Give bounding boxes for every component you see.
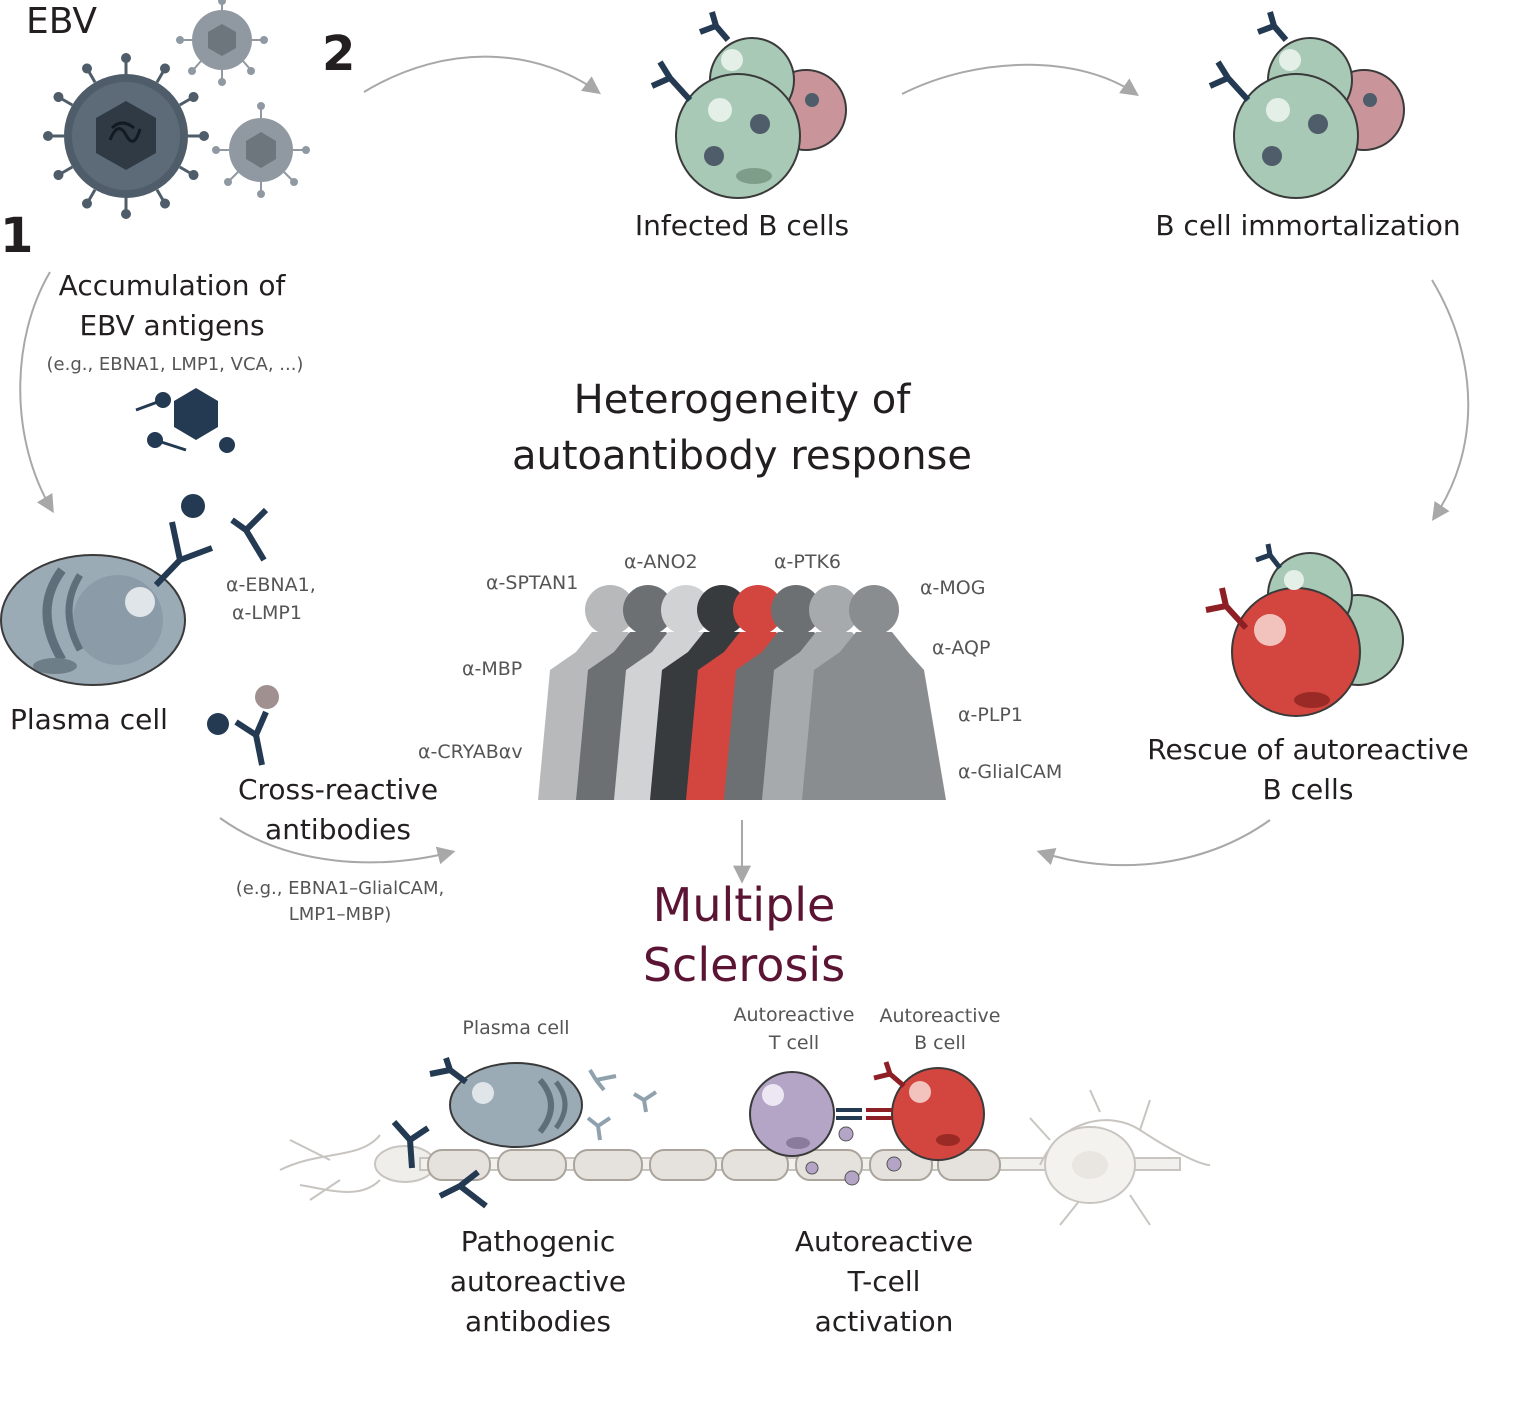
autoantibody-mog: α-MOG [920, 577, 986, 599]
heterogeneity-title-line1: Heterogeneity of [573, 377, 911, 423]
rescue-label-line2: B cells [1262, 773, 1354, 806]
pathogenic-label-line2: autoreactive [449, 1265, 627, 1298]
accumulation-examples: (e.g., EBNA1, LMP1, VCA, ...) [46, 354, 304, 375]
tcell-activation-label-line2: T-cell [847, 1265, 921, 1298]
cross-reactive-examples-line1: (e.g., EBNA1–GlialCAM, [235, 878, 445, 899]
step-1-number: 1 [0, 208, 34, 264]
arrow-accumulation-to-plasma [19, 271, 54, 514]
arrow-infected-to-immortalization [901, 63, 1139, 97]
accumulation-label-line1: Accumulation of [58, 269, 286, 302]
autoantibody-plp1: α-PLP1 [958, 704, 1023, 726]
autoreactive-b-cell-icon [866, 1061, 985, 1161]
autoantibody-cryab: α-CRYABαv [418, 741, 523, 763]
autoantibody-sptan1: α-SPTAN1 [486, 572, 579, 594]
b-cell-immortalization-label: B cell immortalization [1155, 209, 1461, 242]
rescue-b-cells-icon [1205, 543, 1404, 717]
autoantibody-ano2: α-ANO2 [624, 551, 698, 573]
arrow-cross-reactive-to-heterogeneity [219, 817, 456, 865]
cross-reactive-examples-line2: LMP1–MBP) [288, 904, 392, 925]
autoantibody-aqp: α-AQP [932, 637, 991, 659]
autoreactive-b-cell-label-line2: B cell [914, 1032, 966, 1054]
arrow-rescue-to-heterogeneity [1036, 819, 1271, 867]
plasma-antibodies-line2: α-LMP1 [232, 602, 302, 624]
bottom-plasma-cell-label: Plasma cell [462, 1017, 570, 1039]
tcell-activation-label-line1: Autoreactive [794, 1225, 974, 1258]
autoantibody-mbp: α-MBP [462, 658, 523, 680]
step-2-number: 2 [322, 26, 356, 82]
autoreactive-t-cell-label-line2: T cell [768, 1032, 820, 1054]
plasma-cell-icon [0, 494, 269, 686]
pathogenic-label-line3: antibodies [465, 1305, 611, 1338]
neuron-axon-icon [279, 1089, 1211, 1226]
autoantibody-glialcam: α-GlialCAM [958, 761, 1063, 783]
arrow-immortalization-to-rescue [1431, 279, 1470, 521]
ebv-title: EBV [26, 1, 97, 42]
plasma-antibodies-line1: α-EBNA1, [226, 574, 316, 596]
autoreactive-t-cell-label-line1: Autoreactive [733, 1004, 855, 1026]
autoreactive-b-cell-label-line1: Autoreactive [879, 1005, 1001, 1027]
tcell-activation-label-line3: activation [814, 1305, 954, 1338]
heterogeneity-title-line2: autoantibody response [512, 433, 972, 479]
autoreactive-t-cell-icon [749, 1071, 902, 1186]
ms-title-line1: Multiple [652, 878, 836, 932]
infected-b-cells-label: Infected B cells [634, 209, 850, 242]
plasma-cell-label: Plasma cell [10, 703, 168, 736]
cross-reactive-antibody-icon [207, 685, 279, 766]
accumulation-label-line2: EBV antigens [79, 309, 265, 342]
ms-title-line2: Sclerosis [642, 938, 846, 992]
immortalized-b-cells-icon [1208, 11, 1405, 199]
bottom-plasma-cell-icon [391, 1057, 658, 1209]
cross-reactive-label-line2: antibodies [265, 813, 411, 846]
ebv-antigens-icon [135, 388, 235, 453]
people-silhouettes-group [538, 585, 946, 800]
pathogenic-label-line1: Pathogenic [460, 1225, 616, 1258]
person-8-silhouette [802, 585, 946, 800]
ebv-virus-small-top-icon [176, 0, 268, 86]
cross-reactive-label-line1: Cross-reactive [237, 773, 439, 806]
rescue-label-line1: Rescue of autoreactive [1147, 733, 1469, 766]
arrow-step2-to-infected [363, 55, 601, 95]
infected-b-cells-icon [650, 11, 847, 199]
autoantibody-ptk6: α-PTK6 [774, 551, 841, 573]
ebv-virus-large-icon [41, 51, 211, 221]
ebv-virus-small-right-icon [212, 102, 310, 198]
